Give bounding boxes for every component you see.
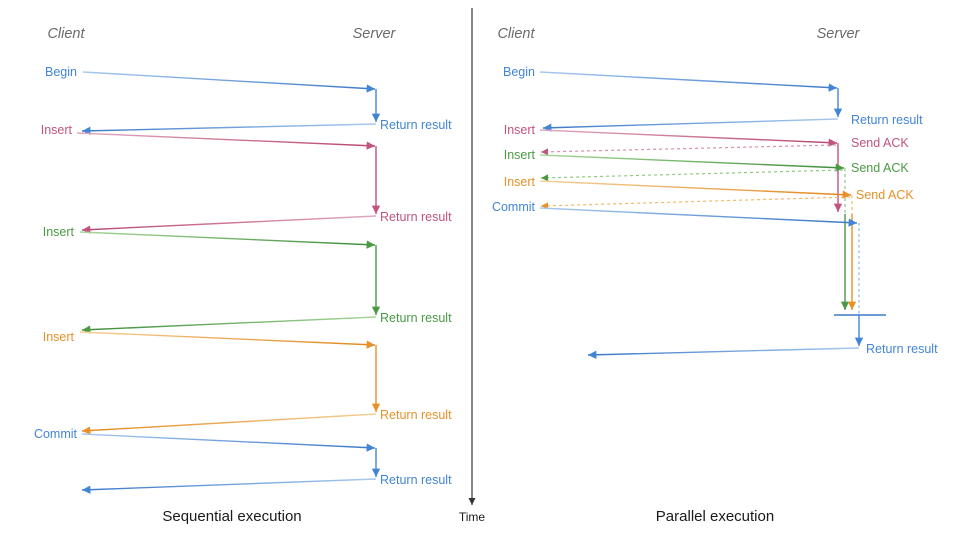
left-msg-return-1: Return result	[81, 118, 452, 135]
left-arrow-insert-1	[76, 132, 376, 150]
left-msg-return-2: Return result	[81, 210, 452, 234]
left-label-insert-3: Insert	[43, 330, 75, 344]
left-caption: Sequential execution	[162, 508, 301, 525]
right-arrow-insert-3	[539, 180, 852, 199]
left-msg-insert-3: Insert	[43, 330, 376, 349]
left-label-return-5: Return result	[380, 473, 452, 487]
right-caption: Parallel execution	[656, 508, 774, 525]
left-arrow-insert-3	[79, 331, 376, 349]
right-msg-return-1: Return result	[542, 113, 923, 132]
right-label-insert-2: Insert	[504, 148, 536, 162]
left-msg-return-3: Return result	[81, 311, 452, 334]
right-arrow-insert-1	[539, 129, 838, 147]
right-label-insert-3: Insert	[504, 175, 536, 189]
left-arrow-return-5	[81, 478, 377, 494]
right-arrow-ack-2	[540, 169, 844, 182]
left-label-return-4: Return result	[380, 408, 452, 422]
right-arrow-ack-1	[540, 144, 837, 156]
left-arrow-begin	[82, 71, 376, 93]
right-msg-insert-2: Insert Send ACK	[504, 148, 910, 175]
left-label-commit: Commit	[34, 427, 78, 441]
right-label-insert-1: Insert	[504, 123, 536, 137]
left-arrow-return-1	[81, 123, 377, 135]
left-label-insert-1: Insert	[41, 123, 73, 137]
right-arrow-return-2	[587, 347, 860, 359]
left-label-return-2: Return result	[380, 210, 452, 224]
left-label-return-3: Return result	[380, 311, 452, 325]
left-arrow-insert-2	[79, 231, 376, 249]
right-label-ack-3: Send ACK	[856, 188, 914, 202]
right-label-ack-2: Send ACK	[851, 161, 909, 175]
left-lane-server-title: Server	[353, 26, 397, 42]
left-msg-insert-2: Insert	[43, 225, 376, 249]
right-label-return-2: Return result	[866, 342, 938, 356]
right-label-commit: Commit	[492, 200, 536, 214]
left-msg-insert-1: Insert	[41, 123, 376, 150]
right-arrow-return-1	[542, 118, 839, 132]
right-label-return-1: Return result	[851, 113, 923, 127]
right-msg-return-2: Return result	[587, 342, 938, 359]
right-label-begin: Begin	[503, 65, 535, 79]
right-arrow-ack-3	[540, 196, 851, 210]
left-arrow-return-3	[81, 316, 377, 334]
left-label-return-1: Return result	[380, 118, 452, 132]
right-msg-begin: Begin	[503, 65, 838, 92]
time-axis-label: Time	[459, 510, 486, 524]
left-msg-return-5: Return result	[81, 473, 452, 494]
left-arrow-commit	[81, 433, 376, 452]
left-lane-client-title: Client	[47, 26, 85, 42]
left-msg-begin: Begin	[45, 65, 376, 93]
left-panel-sequential: Client Server Begin Return result Insert…	[34, 26, 452, 525]
right-msg-commit: Commit	[492, 200, 858, 227]
right-label-ack-1: Send ACK	[851, 136, 909, 150]
right-arrow-begin	[539, 71, 838, 92]
left-msg-commit: Commit	[34, 427, 376, 452]
left-label-begin: Begin	[45, 65, 77, 79]
right-lane-server-title: Server	[817, 26, 861, 42]
right-arrow-insert-2	[539, 154, 845, 172]
left-label-insert-2: Insert	[43, 225, 75, 239]
left-arrow-return-4	[81, 413, 377, 435]
right-msg-insert-3: Insert Send ACK	[504, 175, 915, 202]
right-panel-parallel: Client Server Begin Return result Insert…	[492, 26, 938, 525]
left-arrow-return-2	[81, 215, 377, 234]
left-msg-return-4: Return result	[81, 408, 452, 435]
right-msg-insert-1: Insert Send ACK	[504, 123, 910, 150]
right-lane-client-title: Client	[497, 26, 535, 42]
right-arrow-commit	[539, 207, 858, 227]
